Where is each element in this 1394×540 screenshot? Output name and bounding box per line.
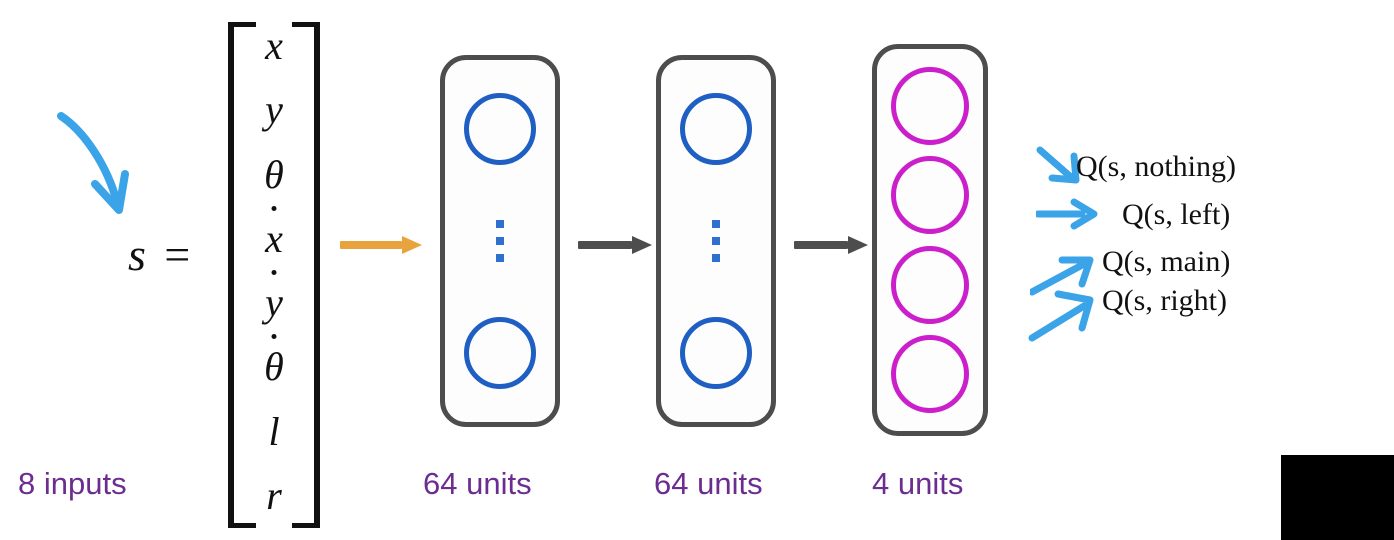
output-layer: [872, 44, 988, 436]
time-derivative-dot-icon: [271, 334, 277, 340]
bracket-right-icon: [292, 22, 320, 528]
state-vector-item: x: [265, 23, 283, 68]
state-vector-item: y: [265, 270, 283, 323]
layer-arrow-1-icon: [578, 236, 652, 254]
input-caption: 8 inputs: [18, 466, 127, 501]
time-derivative-dot-icon: [271, 205, 277, 211]
neuron: [891, 156, 969, 235]
time-derivative-dot-icon: [271, 270, 277, 276]
layer-arrow-2-icon: [794, 236, 868, 254]
neuron: [680, 317, 752, 389]
state-vector-item: r: [266, 472, 282, 518]
output-arrow-right-icon: [1028, 290, 1094, 342]
neuron: [680, 93, 752, 165]
neuron: [891, 245, 969, 324]
ellipsis-icon: [496, 220, 504, 262]
state-vector-item: l: [268, 408, 280, 454]
neuron: [464, 93, 536, 165]
bracket-left-icon: [228, 22, 256, 528]
ellipsis-icon: [712, 220, 720, 262]
q-right-label: Q(s, right): [1102, 284, 1227, 317]
state-symbol: s =: [128, 229, 195, 280]
hidden-layer-1: [440, 55, 560, 427]
corner-block: [1281, 455, 1394, 540]
output-arrow-left-icon: [1036, 198, 1098, 230]
neuron: [891, 335, 969, 414]
annotation-arrow-icon: [57, 112, 129, 214]
hidden2-caption: 64 units: [654, 466, 763, 501]
output-arrow-main-icon: [1030, 256, 1094, 296]
q-nothing-label: Q(s, nothing): [1076, 150, 1236, 183]
state-vector-item: θ: [264, 151, 284, 197]
output-arrow-nothing-icon: [1036, 146, 1080, 184]
state-vector-item: y: [265, 87, 283, 133]
hidden-layer-2: [656, 55, 776, 427]
output-caption: 4 units: [872, 466, 964, 501]
hidden1-caption: 64 units: [423, 466, 532, 501]
neuron: [464, 317, 536, 389]
state-vector-items: x y θ x y θ l r: [250, 22, 298, 518]
q-main-label: Q(s, main): [1102, 245, 1231, 278]
state-vector-item: θ: [264, 334, 284, 387]
q-left-label: Q(s, left): [1122, 198, 1231, 231]
input-arrow-icon: [340, 236, 422, 254]
state-vector-item: x: [265, 205, 283, 259]
neuron: [891, 66, 969, 145]
state-vector: x y θ x y θ l r: [228, 22, 320, 528]
